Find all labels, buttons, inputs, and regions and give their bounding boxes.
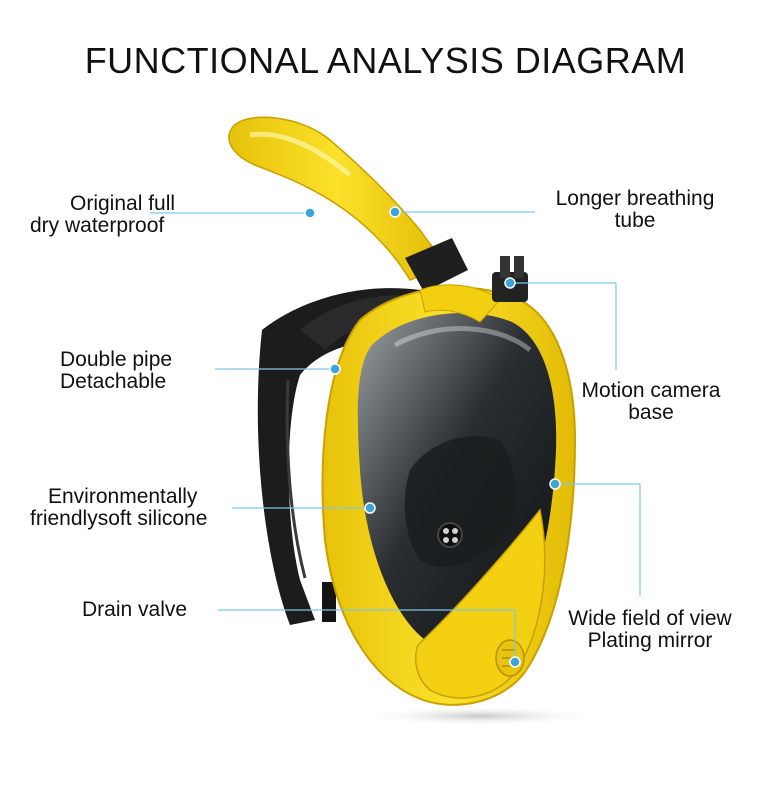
- callout-pipe-line1: Double pipe: [60, 348, 173, 371]
- callout-silicone: Environmentally friendlysoft silicone: [30, 486, 207, 530]
- callout-waterproof-line2: dry waterproof: [30, 214, 165, 237]
- callout-tube: Longer breathing tube: [540, 188, 730, 232]
- diagram-title: FUNCTIONAL ANALYSIS DIAGRAM: [84, 40, 687, 81]
- dot-waterproof: [304, 207, 316, 219]
- callout-view: Wide field of view Plating mirror: [550, 608, 750, 652]
- callout-camera: Motion camera base: [565, 380, 737, 424]
- callout-view-line2: Plating mirror: [587, 629, 713, 652]
- callout-view-line1: Wide field of view: [568, 607, 732, 630]
- dot-drain: [509, 656, 521, 668]
- callout-tube-line1: Longer breathing: [555, 187, 715, 210]
- dot-tube: [389, 206, 401, 218]
- callout-pipe: Double pipe Detachable: [60, 349, 172, 393]
- leader-lines: [150, 211, 641, 662]
- callout-camera-line2: base: [628, 401, 674, 424]
- callout-camera-line1: Motion camera: [581, 379, 721, 402]
- callout-drain: Drain valve: [82, 599, 187, 621]
- callout-tube-line2: tube: [614, 209, 656, 232]
- callout-dots: [304, 206, 561, 668]
- callout-waterproof-line1: Original full: [70, 192, 176, 215]
- inner-valve-icon: [437, 522, 463, 548]
- drain-valve-icon: [495, 639, 525, 677]
- tube-collar: [405, 238, 468, 292]
- callout-drain-line1: Drain valve: [82, 598, 188, 621]
- callout-silicone-line1: Environmentally: [48, 485, 198, 508]
- inner-nose-piece: [404, 436, 517, 567]
- dot-pipe: [329, 363, 341, 375]
- callout-waterproof: Original full dry waterproof: [30, 192, 176, 237]
- dot-view: [549, 478, 561, 490]
- dot-silicone: [364, 502, 376, 514]
- callout-pipe-line2: Detachable: [60, 370, 167, 393]
- dot-camera: [504, 277, 516, 289]
- callout-silicone-line2: friendlysoft silicone: [30, 507, 208, 530]
- ground-shadow: [360, 706, 600, 726]
